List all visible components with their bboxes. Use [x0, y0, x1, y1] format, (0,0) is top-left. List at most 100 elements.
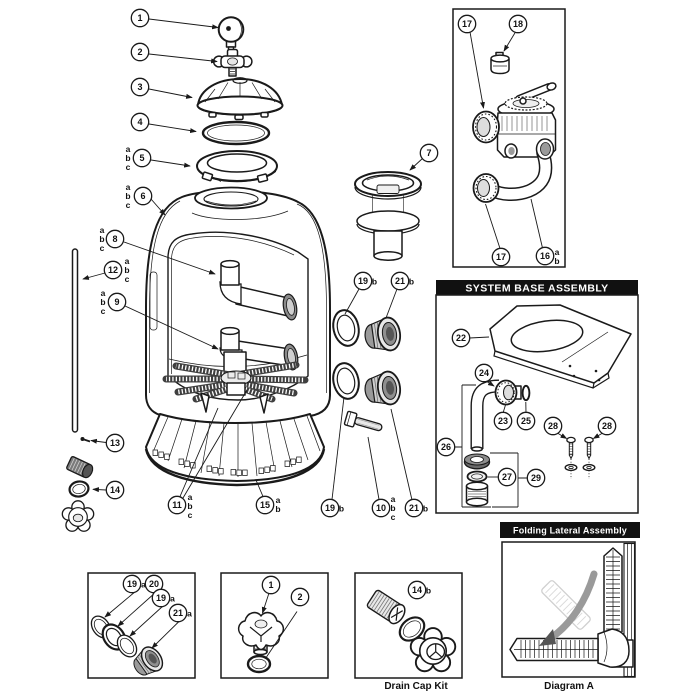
base-plate [489, 304, 632, 389]
svg-text:a: a [101, 288, 106, 298]
drain-cap-kit-caption: Drain Cap Kit [384, 681, 448, 692]
filter-tank [145, 186, 331, 425]
svg-text:28: 28 [602, 421, 612, 431]
svg-text:19: 19 [127, 579, 137, 589]
svg-text:b: b [187, 501, 192, 511]
svg-text:a: a [276, 495, 281, 505]
callout-20: 20 [144, 574, 164, 594]
svg-text:10: 10 [376, 503, 386, 513]
upper-internal-pipe [219, 259, 298, 321]
svg-text:a: a [126, 182, 131, 192]
callout-13: 13 [105, 433, 125, 453]
svg-text:a: a [170, 594, 175, 604]
callout-8: abc 8 [99, 225, 125, 253]
bulkhead-orings-fittings [329, 306, 404, 409]
multiport-valve [472, 82, 557, 203]
callout-drain-cap-1: 1 [261, 575, 281, 595]
svg-text:c: c [126, 200, 131, 210]
plug-oring [398, 616, 426, 642]
svg-text:9: 9 [114, 297, 119, 307]
svg-text:23: 23 [498, 416, 508, 426]
diagram-a-caption: Diagram A [544, 681, 594, 692]
svg-text:16: 16 [540, 251, 550, 261]
bracket-29 [490, 452, 529, 508]
svg-text:c: c [125, 274, 130, 284]
callout-3: 3 [130, 77, 150, 97]
base-adapter-group [463, 453, 491, 507]
svg-text:3: 3 [137, 82, 142, 92]
svg-text:a: a [187, 609, 192, 619]
clamp-ring [196, 150, 278, 183]
folding-lateral-box: Folding Lateral Assembly Diagram A [500, 522, 640, 692]
svg-text:1: 1 [268, 580, 273, 590]
callout-1: 1 [130, 8, 150, 28]
callout-16: 16 ab [535, 246, 560, 266]
callout-21a: 21 a [168, 603, 192, 623]
small-screw [80, 437, 91, 443]
leader-lines [82, 18, 604, 658]
callout-14b: 14 b [407, 580, 431, 600]
callout-11: 11 abc [167, 492, 193, 520]
svg-text:12: 12 [108, 265, 118, 275]
callout-6: abc 6 [125, 182, 153, 210]
lid-oring [201, 120, 271, 146]
callout-23: 23 [493, 411, 513, 431]
svg-text:7: 7 [426, 148, 431, 158]
svg-text:a: a [391, 494, 396, 504]
callout-15: 15 ab [255, 495, 281, 515]
svg-text:8: 8 [112, 234, 117, 244]
svg-text:4: 4 [137, 117, 142, 127]
callout-22: 22 [451, 328, 471, 348]
svg-text:2: 2 [137, 47, 142, 57]
svg-text:b: b [275, 504, 280, 514]
base-skirt [144, 413, 326, 487]
svg-text:29: 29 [531, 473, 541, 483]
svg-text:b: b [124, 265, 129, 275]
svg-text:c: c [101, 306, 106, 316]
svg-text:20: 20 [149, 579, 159, 589]
callout-29: 29 [526, 468, 546, 488]
system-base-assembly-title: SYSTEM BASE ASSEMBLY [465, 283, 608, 295]
svg-text:b: b [409, 277, 414, 287]
svg-text:a: a [141, 580, 146, 590]
drain-plug-parts [61, 456, 95, 532]
callout-28-right: 28 [597, 416, 617, 436]
svg-text:2: 2 [297, 592, 302, 602]
svg-text:b: b [125, 153, 130, 163]
svg-text:28: 28 [548, 421, 558, 431]
svg-text:a: a [555, 247, 560, 257]
lateral-assembly [162, 361, 309, 414]
callout-14: 14 [105, 480, 125, 500]
svg-text:17: 17 [462, 19, 472, 29]
svg-text:18: 18 [513, 19, 523, 29]
plug-knob [409, 627, 457, 673]
svg-text:b: b [426, 586, 431, 596]
callout-7: 7 [419, 143, 439, 163]
callout-2: 2 [130, 42, 150, 62]
diffuser [354, 171, 422, 261]
callout-25: 25 [516, 411, 536, 431]
air-relief-valve [212, 48, 253, 77]
folding-lateral-header [500, 522, 640, 538]
callout-9: abc 9 [100, 288, 127, 316]
callout-24: 24 [474, 363, 494, 383]
svg-text:b: b [99, 234, 104, 244]
ghost-lateral [541, 580, 591, 630]
svg-text:26: 26 [441, 442, 451, 452]
svg-text:19: 19 [325, 503, 335, 513]
svg-text:24: 24 [479, 368, 489, 378]
callout-27: 27 [497, 467, 517, 487]
svg-text:c: c [126, 162, 131, 172]
callout-17-top: 17 [457, 14, 477, 34]
svg-text:a: a [126, 144, 131, 154]
bracket-26 [454, 384, 491, 508]
svg-text:6: 6 [140, 191, 145, 201]
svg-text:b: b [100, 297, 105, 307]
callouts: 1 2 3 4 abc 5 abc 6 7 abc 8 12 abc abc 9… [99, 8, 617, 623]
svg-text:b: b [423, 504, 428, 514]
folding-lateral-title: Folding Lateral Assembly [513, 526, 627, 536]
valve-assembly-box [452, 8, 566, 268]
pressure-gauge [217, 16, 245, 53]
svg-text:5: 5 [139, 153, 144, 163]
